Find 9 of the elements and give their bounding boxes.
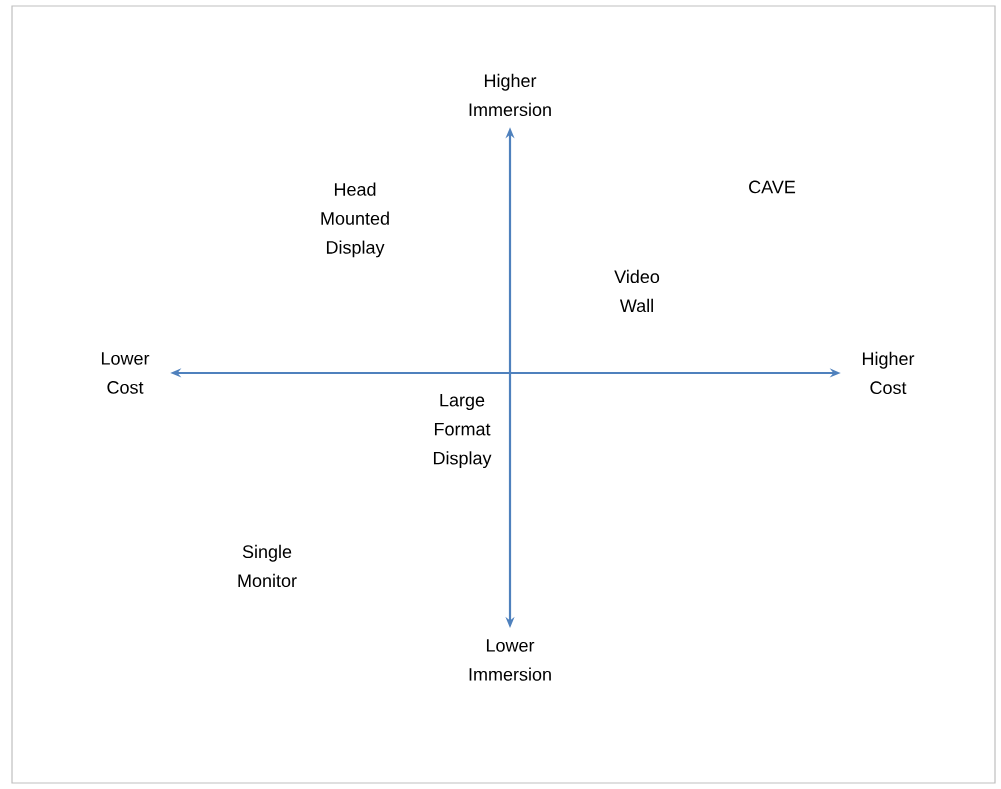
axis-label: Lower Immersion xyxy=(469,639,551,681)
quadrant-label: Large Format Display xyxy=(433,393,492,469)
quadrant-label: Head Mounted Display xyxy=(321,182,389,258)
quadrant-label: Single Monitor xyxy=(238,544,297,588)
axis-label: Lower Cost xyxy=(101,352,150,394)
quadrant-label: Video Wall xyxy=(614,269,660,313)
axis-label: Higher Immersion xyxy=(469,73,551,117)
quadrant-label: CAVE xyxy=(749,180,796,194)
axis-label: Higher Cost xyxy=(862,351,915,395)
